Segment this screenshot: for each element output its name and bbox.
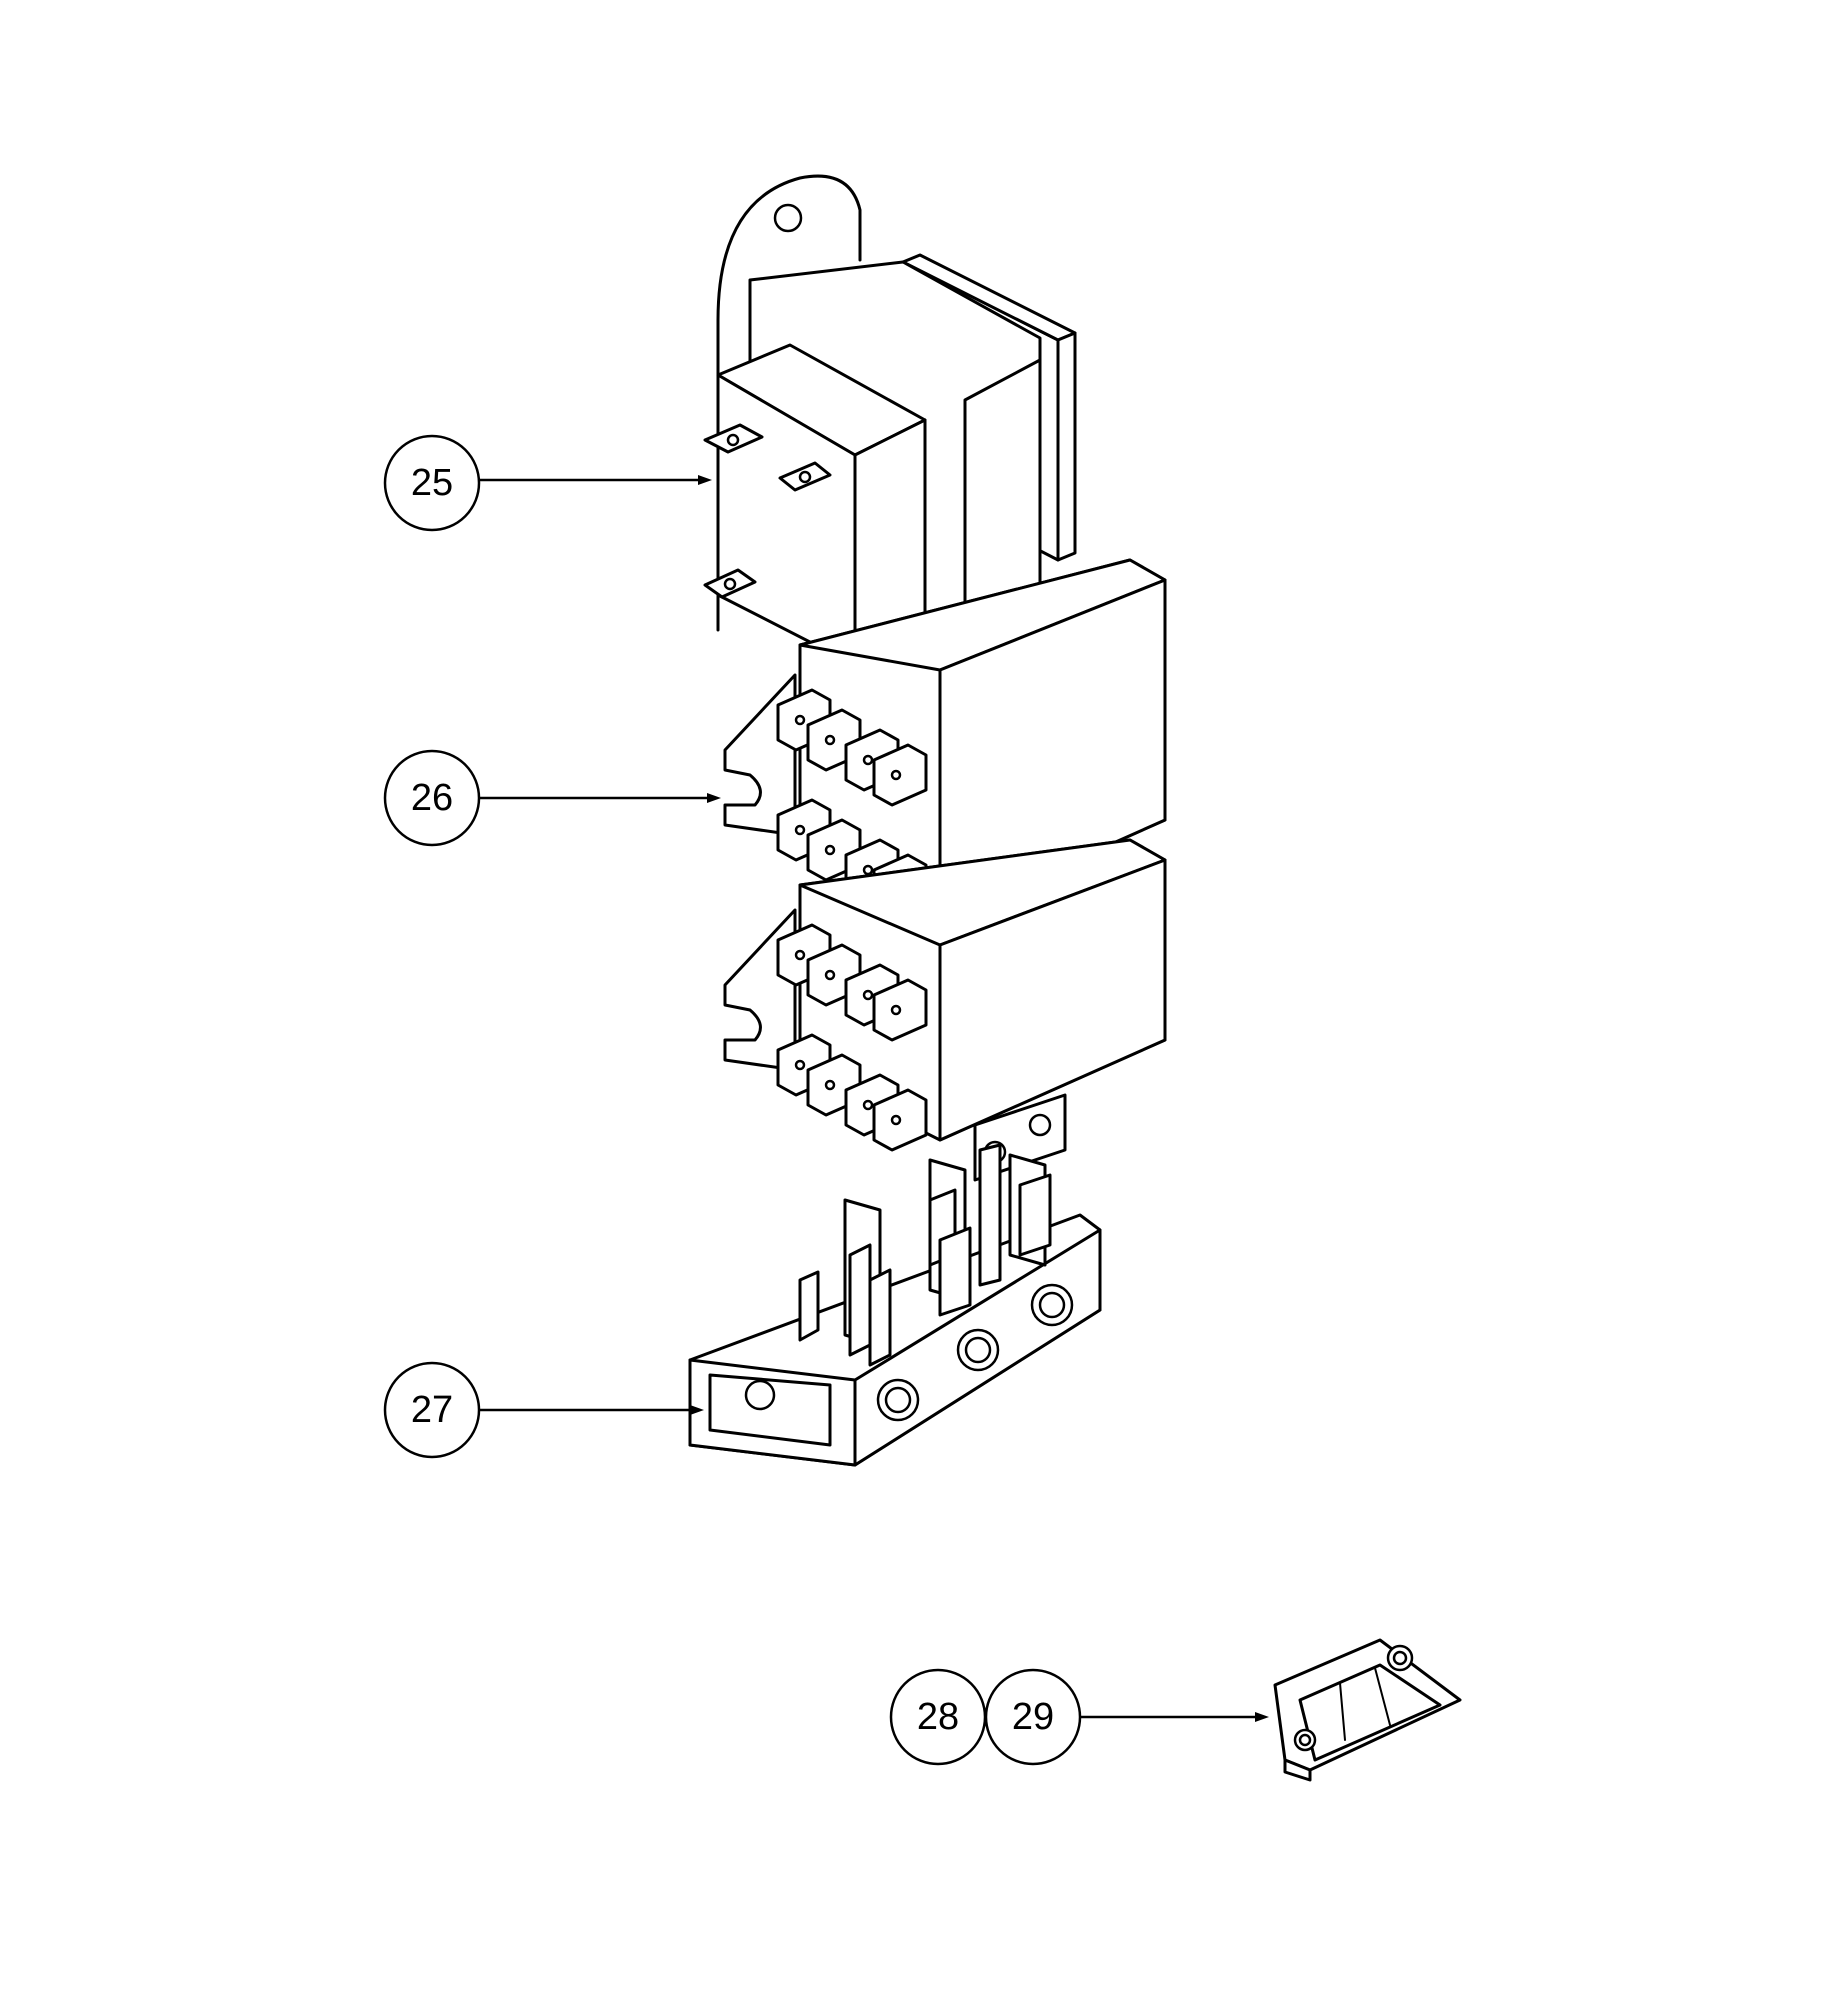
callout-27[interactable]: 27 xyxy=(383,1361,481,1459)
callout-28[interactable]: 28 xyxy=(889,1668,987,1766)
callout-26-label: 26 xyxy=(411,777,453,819)
transformer-drawing xyxy=(703,174,1077,702)
callout-26[interactable]: 26 xyxy=(383,749,481,847)
callout-28-label: 28 xyxy=(917,1696,959,1738)
terminal-block-drawing xyxy=(688,1143,1102,1467)
arrowhead-25 xyxy=(698,475,712,485)
callout-25-label: 25 xyxy=(411,462,453,504)
callout-25[interactable]: 25 xyxy=(383,434,481,532)
thermostat-drawing xyxy=(1273,1638,1462,1782)
callout-29[interactable]: 29 xyxy=(984,1668,1082,1766)
arrowhead-27 xyxy=(690,1405,704,1415)
relay-drawing-lower xyxy=(723,838,1167,1182)
arrowhead-26 xyxy=(707,793,721,803)
arrowhead-28-29 xyxy=(1255,1712,1269,1722)
callout-27-label: 27 xyxy=(411,1389,453,1431)
relay-drawing-upper xyxy=(723,558,1167,922)
callout-29-label: 29 xyxy=(1012,1696,1054,1738)
